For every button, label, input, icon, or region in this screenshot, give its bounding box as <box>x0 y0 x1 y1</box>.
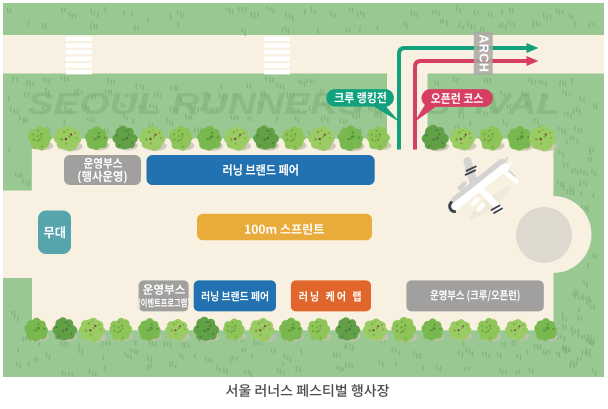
svg-text:ARCH: ARCH <box>477 34 491 72</box>
